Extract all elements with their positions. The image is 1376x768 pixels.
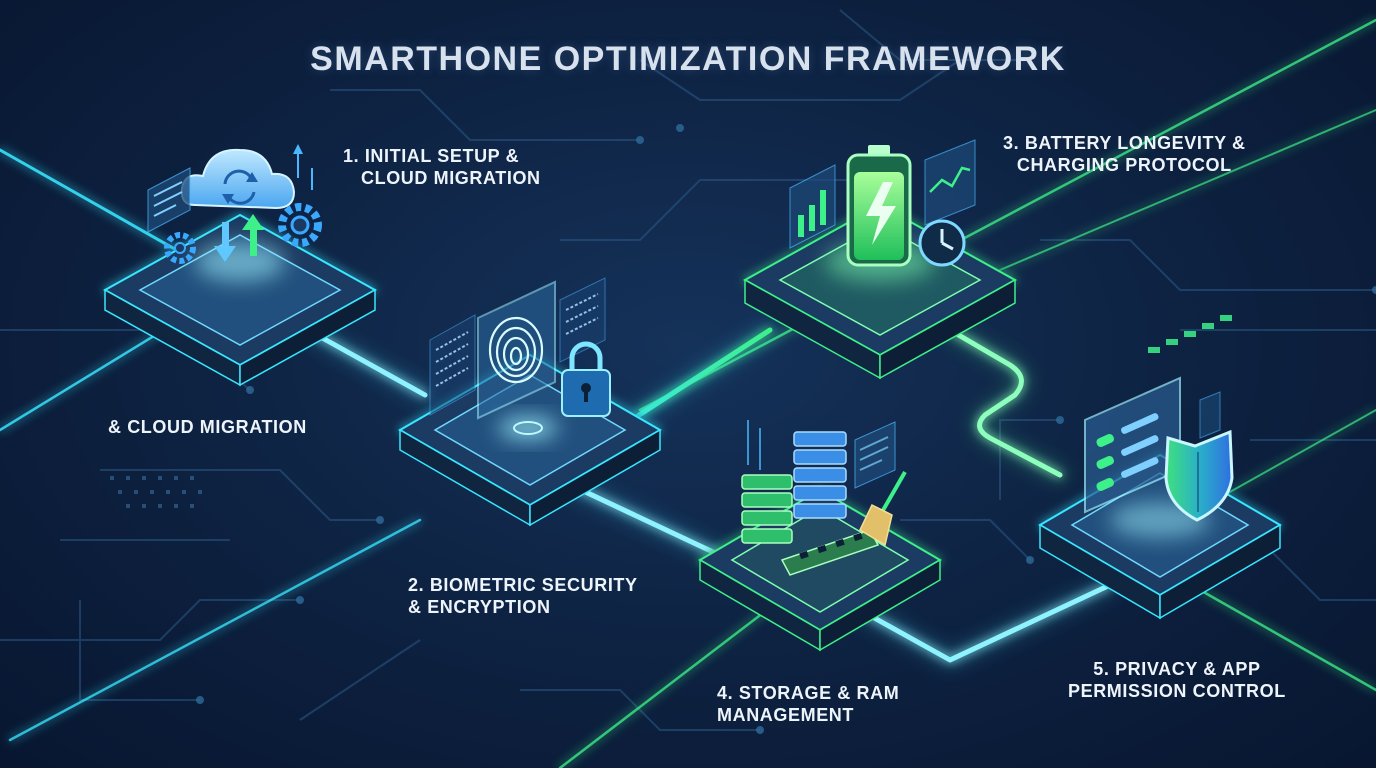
background-dots — [196, 124, 1376, 734]
step-5-platform — [1038, 376, 1282, 620]
server-stack-icon — [741, 431, 847, 544]
padlock-icon — [561, 341, 611, 417]
step-3-label-line2: CHARGING PROTOCOL — [1016, 155, 1232, 175]
background-traces — [0, 9, 1376, 731]
step-4-platform — [698, 420, 942, 652]
data-panel-icon — [147, 144, 313, 233]
dotted-grid-left — [110, 476, 202, 508]
step-5-label-line2: PERMISSION CONTROL — [1068, 681, 1286, 701]
step-4-label: 4. STORAGE & RAM MANAGEMENT — [717, 682, 899, 726]
step-2-label-line1: 2. BIOMETRIC SECURITY — [408, 575, 638, 595]
broom-icon — [859, 471, 907, 547]
clock-icon — [918, 219, 966, 267]
step-2-label: 2. BIOMETRIC SECURITY & ENCRYPTION — [408, 574, 638, 618]
stray-label-text: & CLOUD MIGRATION — [108, 417, 307, 437]
ram-module-icon — [780, 529, 880, 576]
step-5-label-line1: 5. PRIVACY & APP — [1093, 659, 1261, 679]
step-4-label-line2: MANAGEMENT — [717, 705, 854, 725]
upload-download-arrows-icon — [214, 214, 264, 262]
cloud-sync-icon — [180, 148, 296, 210]
battery-icon — [846, 145, 912, 267]
fingerprint-icon — [477, 280, 556, 420]
page-title: SMARTHONE OPTIMIZATION FRAMEWORK — [310, 40, 1066, 78]
encryption-text-panels — [429, 277, 606, 416]
step-3-label-line1: 3. BATTERY LONGEVITY & — [1003, 133, 1246, 153]
step-3-platform — [742, 139, 1018, 380]
step-3-label: 3. BATTERY LONGEVITY & CHARGING PROTOCOL — [1003, 132, 1246, 176]
shield-icon — [1164, 429, 1234, 522]
step-5-label: 5. PRIVACY & APP PERMISSION CONTROL — [1068, 658, 1286, 702]
step-1-platform — [102, 144, 378, 387]
step-2-platform — [397, 277, 663, 527]
stray-label: & CLOUD MIGRATION — [108, 416, 307, 438]
bar-chart-icon — [789, 139, 976, 249]
gear-icon — [164, 203, 322, 264]
step-1-label: 1. INITIAL SETUP & CLOUD MIGRATION — [343, 145, 541, 189]
step-4-label-line1: 4. STORAGE & RAM — [717, 683, 900, 703]
dash-indicators-right — [1148, 315, 1232, 353]
step-1-label-line2: CLOUD MIGRATION — [361, 168, 541, 188]
step-1-label-line1: 1. INITIAL SETUP & — [343, 146, 520, 166]
storage-panel-icon — [747, 420, 896, 489]
step-2-label-line2: & ENCRYPTION — [408, 597, 551, 617]
